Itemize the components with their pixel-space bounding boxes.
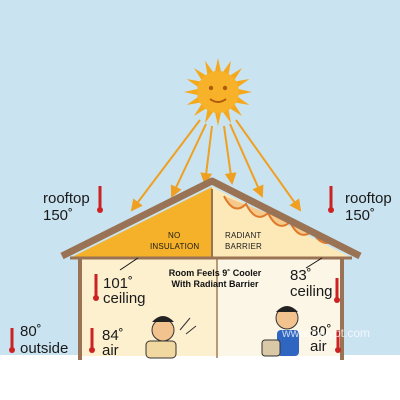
sun-ray [184, 88, 199, 96]
thermometer-icon [97, 186, 103, 213]
sun-icon [184, 58, 252, 126]
thermometer-icon [9, 328, 15, 353]
pointer-line [305, 257, 323, 269]
sun-ray [235, 96, 250, 106]
watermark: www.zxjjypt.com [282, 326, 371, 340]
pointer-line [119, 257, 139, 271]
sun-ray [204, 109, 214, 124]
sun-ray [214, 58, 222, 73]
sun-ray [214, 111, 222, 126]
ceiling-left-temp: 101˚ [103, 275, 134, 292]
cooler-callout: Room Feels 9˚ Cooler With Radiant Barrie… [150, 268, 280, 291]
rooftop-right-temp: 150˚ [345, 207, 376, 224]
thermometer-icon [89, 328, 95, 353]
air-left-temp: 84˚ [102, 327, 124, 344]
rooftop-right-label: rooftop [345, 190, 392, 207]
thermometer-icon [328, 186, 334, 213]
sun-ray [222, 60, 232, 75]
ceiling-right-label: ceiling [290, 283, 333, 300]
sun-ray [222, 109, 232, 124]
hot-person-figure [145, 316, 197, 359]
roof [60, 177, 362, 260]
air-right-label: air [310, 338, 327, 355]
air-right-temp: 80˚ [310, 323, 332, 340]
sun-ray [237, 88, 252, 96]
rooftop-left-label: rooftop [43, 190, 90, 207]
air-left-label: air [102, 342, 119, 359]
room-left [82, 258, 216, 356]
ceiling-left-label: ceiling [103, 290, 146, 307]
rooftop-left-temp: 150˚ [43, 207, 74, 224]
ground-strip [0, 355, 400, 400]
radiant-barrier-label-line2: Barrier [225, 242, 262, 251]
ceiling-right-temp: 83˚ [290, 267, 312, 284]
attic-hot-side [70, 187, 212, 258]
cool-person-figure [261, 306, 299, 357]
radiant-barrier-label-line1: Radiant [225, 231, 262, 240]
outside-label: outside [20, 340, 69, 357]
sun-ray [235, 78, 250, 88]
sun-ray [204, 60, 214, 75]
callout-line2: With Radiant Barrier [171, 279, 259, 290]
thermometer-icon [93, 274, 99, 301]
no-insulation-label-line2: Insulation [150, 242, 200, 251]
no-insulation-label-line1: No [168, 231, 181, 240]
sun-ray [186, 96, 201, 106]
thermometer-icon [334, 278, 340, 303]
sunlight-arrows [130, 119, 302, 212]
thermometer-icon [335, 330, 341, 353]
sun-ray [186, 78, 201, 88]
callout-line1: Room Feels 9˚ Cooler [168, 268, 262, 278]
outside-temp: 80˚ [20, 323, 42, 340]
